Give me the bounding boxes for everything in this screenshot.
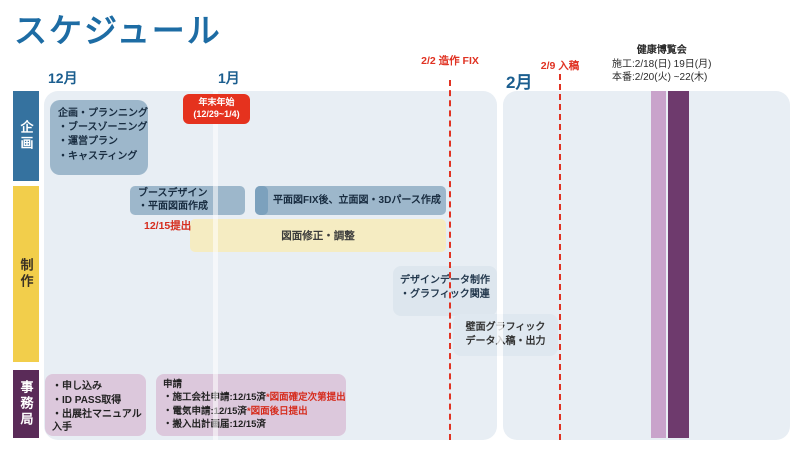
row-label-production: 制作	[13, 186, 39, 362]
task-applications-item1: ・施工会社申請:12/15済*図面確定次第提出	[163, 391, 346, 404]
row-label-office-text: 事務局	[18, 380, 34, 428]
task-planning-line1: 企画・プランニング	[58, 108, 148, 119]
milestone-zosaku-line1: 2/2 造作	[421, 55, 460, 67]
task-wall-graphic: 壁面グラフィック データ入稿・出力	[453, 314, 558, 356]
construction-period-bar	[651, 91, 666, 438]
milestone-line-nyuko	[559, 74, 561, 440]
task-booth-design-line2: ・平面図面作成	[138, 200, 208, 212]
panel-feb	[503, 91, 790, 440]
task-entry-line4: 入手	[52, 422, 72, 434]
task-applications-item2-text: ・電気申請:12/15済	[163, 405, 247, 417]
row-label-production-text: 制作	[18, 258, 34, 290]
task-entry: ・申し込み ・ID PASS取得 ・出展社マニュアル 入手	[45, 374, 146, 436]
milestone-zosaku-line2: FIX	[462, 55, 479, 67]
event-construction-dates: 施工:2/18(日) 19日(月)	[612, 58, 712, 70]
task-planning-line4: ・キャスティング	[58, 150, 138, 162]
task-wall-graphic-line1: 壁面グラフィック	[465, 322, 546, 333]
task-applications-item1-note: *図面確定次第提出	[265, 392, 346, 404]
task-plan-fix-label: 平面図FIX後、立面図・3Dパース作成	[273, 195, 441, 206]
task-wall-graphic-line2: データ入稿・出力	[465, 336, 546, 347]
task-applications-title: 申請	[163, 379, 183, 390]
task-booth-design-line1: ブースデザイン	[138, 188, 208, 199]
task-applications-item3: ・搬入出計画届:12/15済	[163, 418, 346, 431]
task-design-data-line1: デザインデータ制作	[400, 275, 490, 286]
milestone-line-zosaku-fix	[449, 80, 451, 440]
show-period-bar	[668, 91, 689, 438]
event-info-block: 健康博覧会 施工:2/18(日) 19日(月) 本番:2/20(火) ~22(木…	[612, 44, 711, 85]
task-drawing-adjust: 図面修正・調整	[190, 219, 446, 252]
task-design-data: デザインデータ制作 ・グラフィック関連	[393, 266, 497, 316]
milestone-label-nyuko: 2/9 入稿	[528, 60, 592, 72]
task-drawing-adjust-label: 図面修正・調整	[281, 230, 355, 242]
row-label-planning-text: 企画	[18, 120, 34, 152]
milestone-label-zosaku-fix: 2/2 造作 FIX	[418, 55, 482, 67]
task-applications-item2: ・電気申請:12/15済*図面後日提出	[163, 405, 346, 418]
task-plan-fix-connector	[255, 186, 268, 215]
task-planning: 企画・プランニング ・ブースゾーニング ・運営プラン ・キャスティング	[50, 100, 148, 175]
task-year-end-line2: (12/29~1/4)	[193, 109, 240, 120]
task-applications-item2-note: *図面後日提出	[246, 405, 308, 417]
task-design-data-line2: ・グラフィック関連	[400, 289, 490, 300]
page-title: スケジュール	[14, 12, 222, 49]
submit-deadline-label: 12/15提出	[144, 220, 192, 232]
task-plan-fix: 平面図FIX後、立面図・3Dパース作成	[255, 186, 446, 215]
month-label-december: 12月	[48, 70, 78, 86]
task-year-end-holiday: 年末年始 (12/29~1/4)	[183, 94, 250, 124]
milestone-nyuko-line1: 2/9 入稿	[540, 60, 580, 72]
task-entry-line1: ・申し込み	[52, 381, 102, 392]
row-label-office: 事務局	[13, 370, 39, 438]
task-planning-line2: ・ブースゾーニング	[58, 122, 148, 134]
column-divider-january	[213, 91, 218, 440]
task-booth-design: ブースデザイン ・平面図面作成	[130, 186, 245, 215]
event-show-dates: 本番:2/20(火) ~22(木)	[612, 72, 708, 83]
row-label-planning: 企画	[13, 91, 39, 181]
task-year-end-line1: 年末年始	[198, 97, 235, 107]
task-planning-line3: ・運営プラン	[58, 136, 118, 148]
month-label-february: 2月	[506, 73, 533, 92]
column-divider-february	[497, 91, 503, 440]
month-label-january: 1月	[218, 70, 240, 86]
task-entry-line3: ・出展社マニュアル	[52, 408, 142, 420]
task-entry-line2: ・ID PASS取得	[52, 394, 122, 406]
event-name: 健康博覧会	[636, 45, 687, 56]
task-applications: 申請 ・施工会社申請:12/15済*図面確定次第提出 ・電気申請:12/15済*…	[156, 374, 346, 436]
